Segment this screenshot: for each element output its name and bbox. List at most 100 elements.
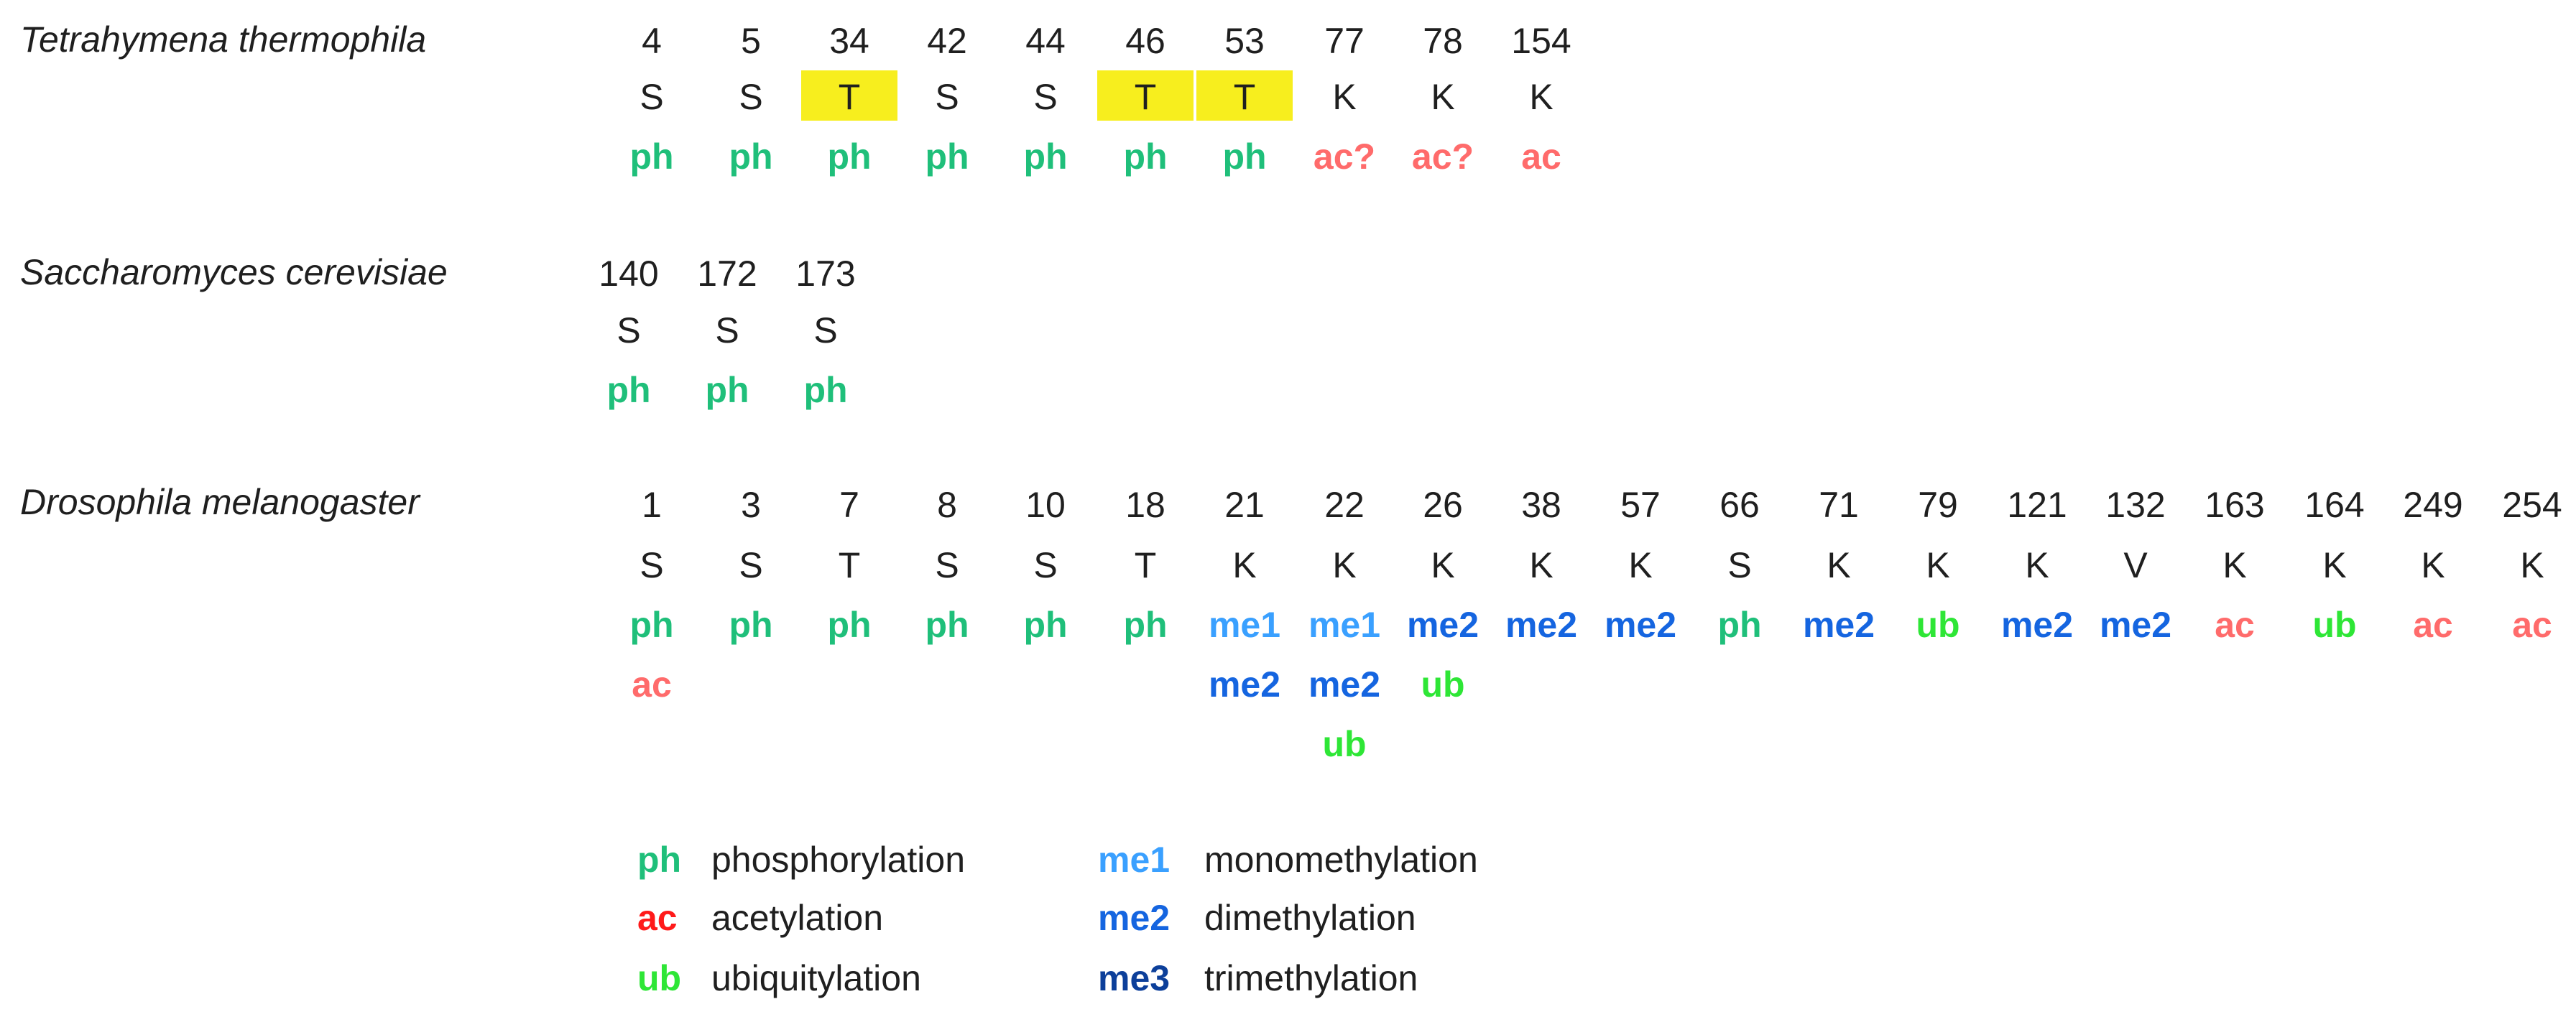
legend-description: monomethylation <box>1204 840 1478 880</box>
legend-description: phosphorylation <box>711 840 966 880</box>
residue-position: 71 <box>1819 485 1859 525</box>
residue-position: 132 <box>2105 485 2166 525</box>
residue-letter: T <box>838 545 861 585</box>
modification-label: ph <box>629 136 674 177</box>
residue-letter: S <box>739 77 763 117</box>
modification-label: ph <box>705 370 749 410</box>
residue-letter: K <box>2520 545 2544 585</box>
residue-position: 163 <box>2205 485 2265 525</box>
modification-label: me2 <box>2000 605 2074 645</box>
residue-position: 3 <box>741 485 761 525</box>
modification-label: me2 <box>1505 605 1578 645</box>
modification-label: me2 <box>1208 664 1281 705</box>
residue-letter: K <box>2322 545 2347 585</box>
modification-label: ph <box>1023 605 1068 645</box>
modification-label: ph <box>1222 136 1267 177</box>
residue-letter: K <box>2025 545 2049 585</box>
residue-letter: K <box>1332 77 1357 117</box>
modification-label: ac <box>2215 605 2255 645</box>
residue-position: 79 <box>1918 485 1958 525</box>
residue-letter: K <box>1628 545 1653 585</box>
residue-letter: S <box>1727 545 1752 585</box>
residue-position: 5 <box>741 21 761 61</box>
residue-position: 46 <box>1125 21 1165 61</box>
species-name: Saccharomyces cerevisiae <box>20 252 448 292</box>
residue-letter: S <box>1033 545 1058 585</box>
legend-abbreviation: ph <box>637 840 682 880</box>
modification-label: ph <box>827 136 872 177</box>
modification-label: ac <box>1521 136 1561 177</box>
legend-description: ubiquitylation <box>711 958 921 998</box>
residue-position: 26 <box>1423 485 1463 525</box>
residue-letter: K <box>1529 545 1554 585</box>
modification-label: ac? <box>1313 136 1376 177</box>
modification-label: ub <box>1421 664 1465 705</box>
residue-letter: K <box>1232 545 1257 585</box>
residue-position: 78 <box>1423 21 1463 61</box>
residue-position: 121 <box>2007 485 2067 525</box>
residue-highlight <box>801 70 897 121</box>
residue-letter: K <box>1827 545 1851 585</box>
residue-position: 1 <box>642 485 662 525</box>
modification-label: ph <box>629 605 674 645</box>
residue-letter: T <box>838 77 861 117</box>
residue-letter: K <box>1926 545 1950 585</box>
modification-label: ub <box>1322 724 1367 764</box>
modification-label: ph <box>803 370 848 410</box>
modification-label: ph <box>729 605 773 645</box>
residue-letter: K <box>1332 545 1357 585</box>
legend-description: trimethylation <box>1204 958 1418 998</box>
residue-letter: S <box>617 310 641 350</box>
residue-letter: T <box>1134 545 1157 585</box>
legend-abbreviation: me2 <box>1098 898 1171 938</box>
residue-position: 7 <box>839 485 859 525</box>
residue-letter: S <box>739 545 763 585</box>
residue-position: 21 <box>1224 485 1265 525</box>
residue-letter: T <box>1233 77 1256 117</box>
residue-letter: K <box>1431 77 1455 117</box>
residue-letter: S <box>1033 77 1058 117</box>
residue-position: 42 <box>927 21 967 61</box>
modification-label: ac <box>2512 605 2552 645</box>
modification-label: ph <box>729 136 773 177</box>
residue-position: 254 <box>2502 485 2562 525</box>
residue-letter: K <box>2421 545 2445 585</box>
modification-label: me2 <box>1802 605 1875 645</box>
residue-position: 173 <box>795 254 856 294</box>
residue-position: 57 <box>1620 485 1661 525</box>
legend-abbreviation: ub <box>637 958 682 998</box>
residue-position: 4 <box>642 21 662 61</box>
modification-label: me2 <box>1308 664 1381 705</box>
residue-letter: K <box>1431 545 1455 585</box>
modification-label: ac <box>632 664 672 705</box>
residue-position: 8 <box>937 485 957 525</box>
modification-label: ph <box>827 605 872 645</box>
modification-label: ac <box>2413 605 2453 645</box>
residue-position: 172 <box>697 254 757 294</box>
residue-position: 34 <box>829 21 869 61</box>
residue-highlight <box>1196 70 1293 121</box>
residue-letter: S <box>640 545 664 585</box>
modification-label: ph <box>925 136 969 177</box>
legend-abbreviation: ac <box>637 898 678 938</box>
residue-position: 22 <box>1324 485 1365 525</box>
modification-label: ac? <box>1411 136 1474 177</box>
modification-label: ub <box>2312 605 2357 645</box>
residue-letter: S <box>935 77 959 117</box>
residue-position: 53 <box>1224 21 1265 61</box>
residue-position: 77 <box>1324 21 1365 61</box>
modification-label: me1 <box>1208 605 1281 645</box>
residue-highlight <box>1097 70 1194 121</box>
modification-label: ph <box>1717 605 1762 645</box>
species-name: Tetrahymena thermophila <box>20 19 427 60</box>
residue-position: 154 <box>1511 21 1571 61</box>
modification-label: me2 <box>2099 605 2172 645</box>
residue-letter: S <box>715 310 739 350</box>
modification-label: ph <box>1123 605 1168 645</box>
residue-letter: S <box>640 77 664 117</box>
modification-label: ph <box>606 370 651 410</box>
modification-label: me1 <box>1308 605 1381 645</box>
residue-letter: T <box>1134 77 1157 117</box>
modification-label: ph <box>925 605 969 645</box>
